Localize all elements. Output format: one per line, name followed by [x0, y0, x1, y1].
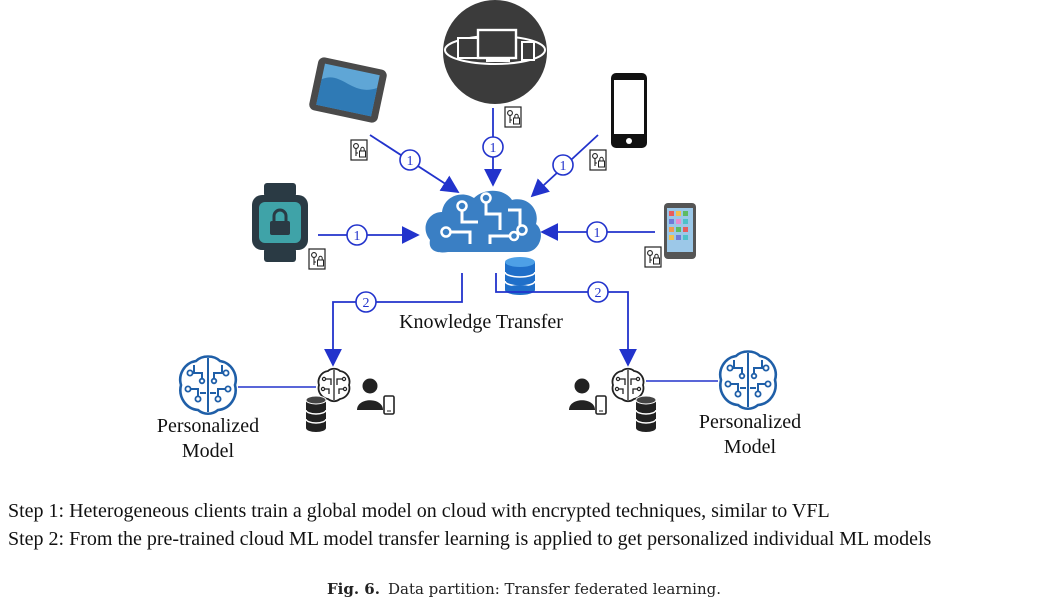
smartphone-icon	[611, 73, 647, 148]
figure-caption-text: Data partition: Transfer federated learn…	[387, 580, 721, 598]
right-personalized-brain-icon	[718, 350, 778, 411]
step-marker-1: 1	[354, 229, 361, 244]
left-personalized-label-line1: Personalized	[157, 415, 259, 437]
step1-markers: 1 1 1 1 1	[346, 136, 608, 246]
right-personalized-label-line2: Model	[724, 436, 777, 458]
step-marker-2: 2	[363, 296, 370, 311]
figure-label: Fig. 6.	[327, 580, 380, 598]
right-client-brain-icon	[611, 367, 645, 403]
step2-markers: 2 2	[355, 281, 609, 313]
cloud-database-icon	[504, 257, 536, 295]
left-client-database-icon	[305, 395, 327, 433]
left-user-phone-icon	[356, 377, 395, 415]
step2-arrows	[324, 273, 637, 367]
left-client-brain-icon	[317, 367, 351, 403]
right-user-phone-icon	[568, 377, 607, 415]
tablet-icon	[309, 57, 387, 123]
right-client-database-icon	[635, 395, 657, 433]
step1-description: Step 1: Heterogeneous clients train a gl…	[8, 500, 830, 522]
figure-caption: Fig. 6. Data partition: Transfer federate…	[0, 580, 1048, 598]
step-marker-1: 1	[490, 141, 497, 156]
step-marker-1: 1	[594, 226, 601, 241]
right-personalized-label-line1: Personalized	[699, 411, 801, 433]
multi-device-cloud-icon	[443, 0, 547, 104]
encryption-key-icon	[308, 248, 326, 270]
app-phone-icon	[664, 203, 696, 259]
encryption-key-icon	[350, 139, 368, 161]
transfer-federated-learning-diagram: 1 1 1 1 1 2 2 Knowledge Transfer Persona…	[157, 0, 801, 462]
knowledge-transfer-label: Knowledge Transfer	[399, 311, 563, 333]
encryption-key-icon	[589, 149, 607, 171]
step-marker-1: 1	[407, 154, 414, 169]
encryption-key-icon	[644, 246, 662, 268]
step2-description: Step 2: From the pre-trained cloud ML mo…	[8, 528, 932, 550]
left-personalized-label-line2: Model	[182, 440, 235, 462]
step-marker-1: 1	[560, 159, 567, 174]
encryption-key-icon	[504, 106, 522, 128]
cloud-brain-icon	[425, 190, 541, 253]
left-personalized-brain-icon	[178, 355, 238, 416]
step-marker-2: 2	[595, 286, 602, 301]
smartwatch-icon	[252, 183, 308, 262]
